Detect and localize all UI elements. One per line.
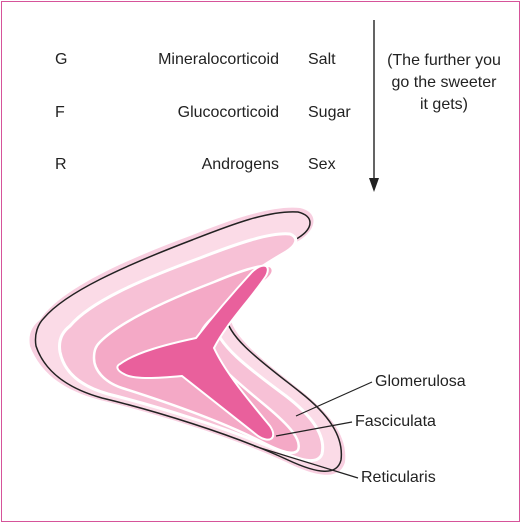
label-reticularis: Reticularis xyxy=(361,468,436,488)
label-glomerulosa: Glomerulosa xyxy=(375,372,466,392)
label-fasciculata: Fasciculata xyxy=(355,412,436,432)
direction-arrow xyxy=(369,20,379,192)
